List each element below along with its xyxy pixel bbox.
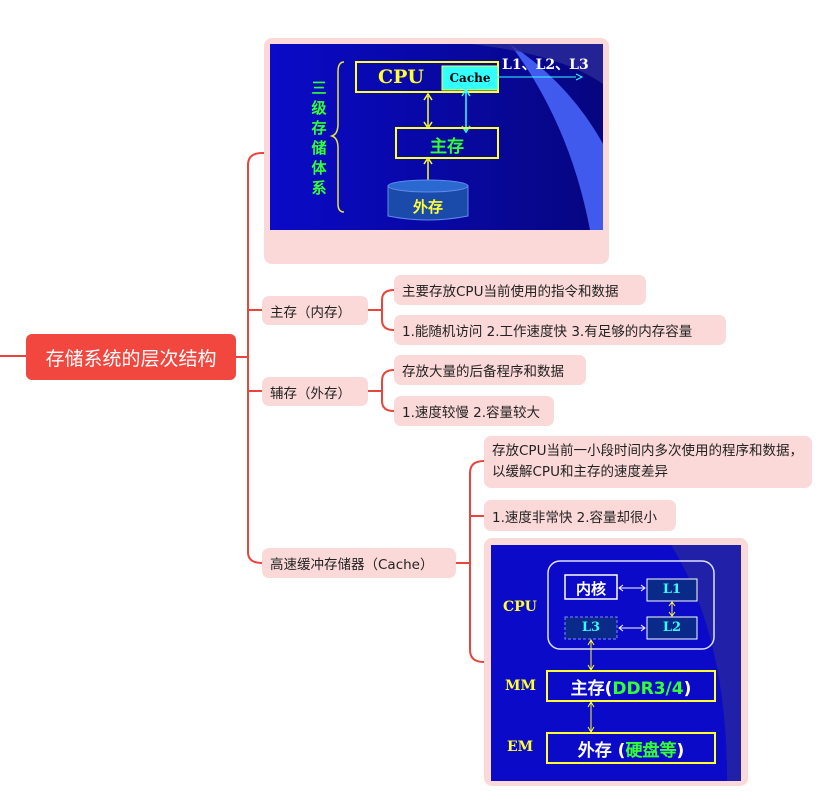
storage-hierarchy-image-card[interactable]: 三级存储体系 CPU Cache L1、L2、L3 主存 外存 (264, 38, 609, 264)
cpu-side-label: CPU (503, 599, 537, 615)
storage-hierarchy-slide: 三级存储体系 CPU Cache L1、L2、L3 主存 外存 (270, 44, 603, 230)
cache-label: Cache (449, 71, 491, 85)
branch-label: 高速缓冲存储器（Cache） (270, 557, 434, 573)
mm-box-text: 主存(DDR3/4) (547, 674, 715, 699)
root-topic[interactable]: 存储系统的层次结构 (26, 334, 236, 380)
aux-memory-features[interactable]: 1.速度较慢 2.容量较大 (394, 396, 554, 426)
root-label: 存储系统的层次结构 (45, 347, 217, 370)
node-text: 1.速度较慢 2.容量较大 (402, 405, 541, 421)
external-memory-label: 外存 (412, 198, 443, 216)
cache-levels-label: L1、L2、L3 (502, 57, 589, 73)
node-text: 存放大量的后备程序和数据 (402, 364, 564, 380)
branch-main-memory[interactable]: 主存（内存） (262, 296, 368, 325)
node-text: 存放CPU当前一小段时间内多次使用的程序和数据，以缓解CPU和主存的速度差异 (492, 443, 803, 480)
l1-label: L1 (662, 582, 682, 597)
l2-label: L2 (662, 620, 682, 635)
branch-cache[interactable]: 高速缓冲存储器（Cache） (262, 548, 456, 578)
em-highlight: 硬盘等 (625, 741, 677, 761)
branch-aux-memory[interactable]: 辅存（外存） (262, 377, 368, 406)
node-text: 1.速度非常快 2.容量却很小 (492, 509, 658, 526)
mm-text: 主存( (570, 679, 613, 699)
mm-highlight: DDR3/4 (612, 679, 684, 699)
em-label: EM (507, 739, 534, 755)
main-memory-label: 主存 (430, 137, 464, 157)
l3-label: L3 (581, 620, 601, 635)
em-close: ) (676, 741, 685, 761)
slide2-decoration (491, 545, 741, 781)
branch-label: 辅存（外存） (270, 385, 351, 402)
cpu-label: CPU (378, 66, 424, 88)
mm-label: MM (505, 678, 536, 694)
cache-desc[interactable]: 存放CPU当前一小段时间内多次使用的程序和数据，以缓解CPU和主存的速度差异 (484, 436, 812, 488)
core-label: 内核 (575, 580, 606, 598)
branch-label: 主存（内存） (270, 304, 351, 321)
main-memory-features[interactable]: 1.能随机访问 2.工作速度快 3.有足够的内存容量 (394, 315, 726, 345)
cache-hierarchy-slide: CPU 内核 L1 L2 L3 MM EM 主存(DDR3/4) 外存 (硬盘等… (491, 545, 741, 781)
em-text: 外存 ( (577, 741, 626, 761)
cache-features[interactable]: 1.速度非常快 2.容量却很小 (484, 500, 676, 531)
slide-decoration (270, 44, 603, 230)
main-memory-desc[interactable]: 主要存放CPU当前使用的指令和数据 (394, 275, 646, 305)
em-box-text: 外存 (硬盘等) (547, 736, 715, 761)
side-title: 三级存储体系 (311, 79, 327, 197)
node-text: 1.能随机访问 2.工作速度快 3.有足够的内存容量 (402, 324, 693, 340)
aux-memory-desc[interactable]: 存放大量的后备程序和数据 (394, 355, 586, 385)
node-text: 主要存放CPU当前使用的指令和数据 (402, 284, 619, 300)
mm-close: ) (683, 679, 692, 699)
cache-hierarchy-image-card[interactable]: CPU 内核 L1 L2 L3 MM EM 主存(DDR3/4) 外存 (硬盘等… (484, 538, 748, 786)
